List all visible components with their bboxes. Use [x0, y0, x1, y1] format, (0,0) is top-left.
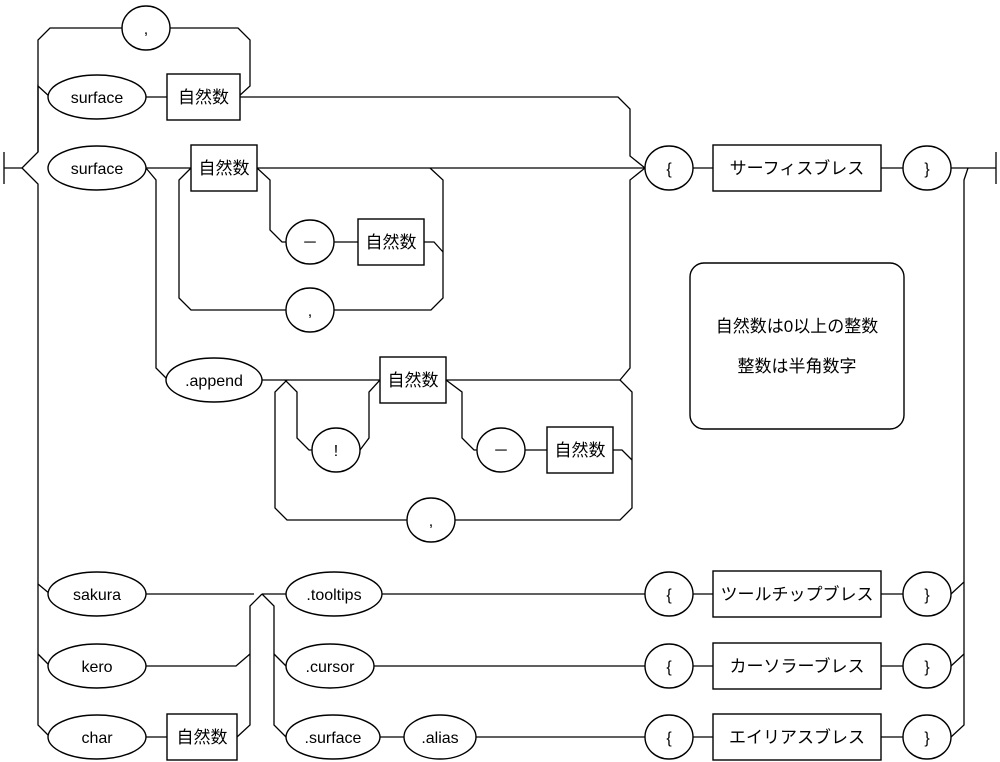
- terminal-hyphen-2-label: －: [493, 443, 509, 460]
- terminal-alias-label: .alias: [421, 730, 458, 747]
- note-line-2: 整数は半角数字: [738, 357, 857, 376]
- terminal-hyphen-1: －: [285, 219, 335, 265]
- terminal-brace-open-2: {: [644, 571, 694, 617]
- terminal-surface-1: surface: [47, 74, 147, 120]
- nonterminal-cursor-brace-label: カーソラーブレス: [730, 656, 865, 676]
- nonterminal-natural-2: 自然数: [190, 144, 258, 192]
- terminal-surface-3-label: .surface: [305, 730, 362, 747]
- terminal-kero: kero: [47, 643, 147, 689]
- terminal-brace-open-4: {: [644, 714, 694, 760]
- terminal-char: char: [47, 714, 147, 760]
- nonterminal-natural-1: 自然数: [166, 73, 241, 121]
- nonterminal-natural-2-label: 自然数: [199, 159, 250, 178]
- terminal-tooltips-label: .tooltips: [306, 587, 361, 604]
- nonterminal-tooltip-brace: ツールチップブレス: [712, 570, 882, 618]
- nonterminal-natural-6-label: 自然数: [177, 728, 228, 747]
- nonterminal-natural-5: 自然数: [546, 426, 614, 474]
- terminal-cursor-label: .cursor: [306, 659, 356, 676]
- terminal-brace-close-4-label: }: [924, 730, 930, 747]
- terminal-bang: !: [311, 427, 361, 473]
- terminal-comma-1-label: ,: [308, 303, 312, 320]
- terminal-sakura-label: sakura: [73, 587, 121, 604]
- nonterminal-natural-1-label: 自然数: [178, 88, 229, 107]
- terminal-brace-close-4: }: [902, 714, 952, 760]
- nonterminal-surface-brace-label: サーフィスブレス: [730, 158, 865, 178]
- terminal-surface-1-label: surface: [71, 90, 124, 107]
- nonterminal-natural-5-label: 自然数: [555, 441, 606, 460]
- terminal-brace-open-3: {: [644, 643, 694, 689]
- terminal-brace-close-3-label: }: [924, 659, 930, 676]
- terminal-bang-label: !: [334, 443, 338, 460]
- diagram-wires: [3, 27, 997, 738]
- terminal-brace-close-2-label: }: [924, 587, 930, 604]
- nonterminal-natural-4-label: 自然数: [388, 371, 439, 390]
- terminal-brace-open-1-label: {: [666, 161, 672, 178]
- nonterminal-alias-brace-label: エイリアスブレス: [729, 727, 865, 747]
- terminal-comma-2: ,: [406, 497, 456, 543]
- terminal-brace-open-3-label: {: [666, 659, 672, 676]
- terminal-append-label: .append: [185, 373, 243, 390]
- note-box: 自然数は0以上の整数 整数は半角数字: [689, 262, 905, 430]
- terminal-append: .append: [165, 357, 263, 403]
- terminal-cursor: .cursor: [285, 643, 375, 689]
- terminal-tooltips: .tooltips: [285, 571, 383, 617]
- terminal-kero-label: kero: [81, 659, 112, 676]
- terminal-comma-top: ,: [121, 5, 171, 51]
- terminal-comma-2-label: ,: [429, 513, 433, 530]
- terminal-brace-open-1: {: [644, 145, 694, 191]
- note-line-1: 自然数は0以上の整数: [716, 317, 878, 336]
- nonterminal-natural-4: 自然数: [379, 356, 447, 404]
- terminal-brace-close-1: }: [902, 145, 952, 191]
- terminal-comma-top-label: ,: [144, 21, 148, 38]
- nonterminal-natural-6: 自然数: [166, 713, 238, 761]
- nonterminal-natural-3: 自然数: [357, 218, 425, 266]
- terminal-alias: .alias: [403, 714, 477, 760]
- terminal-char-label: char: [81, 730, 113, 747]
- terminal-sakura: sakura: [47, 571, 147, 617]
- nonterminal-alias-brace: エイリアスブレス: [712, 713, 882, 761]
- terminal-brace-open-4-label: {: [666, 730, 672, 747]
- terminal-surface-2-label: surface: [71, 161, 124, 178]
- terminal-brace-close-1-label: }: [924, 161, 930, 178]
- terminal-comma-1: ,: [285, 287, 335, 333]
- terminal-hyphen-1-label: －: [302, 235, 318, 252]
- nonterminal-cursor-brace: カーソラーブレス: [712, 642, 882, 690]
- terminal-hyphen-2: －: [476, 427, 526, 473]
- terminal-brace-open-2-label: {: [666, 587, 672, 604]
- terminal-brace-close-2: }: [902, 571, 952, 617]
- terminal-surface-2: surface: [47, 145, 147, 191]
- terminal-brace-close-3: }: [902, 643, 952, 689]
- nonterminal-tooltip-brace-label: ツールチップブレス: [721, 584, 874, 604]
- nonterminal-natural-3-label: 自然数: [366, 233, 417, 252]
- nonterminal-surface-brace: サーフィスブレス: [712, 144, 882, 192]
- terminal-surface-3: .surface: [285, 714, 381, 760]
